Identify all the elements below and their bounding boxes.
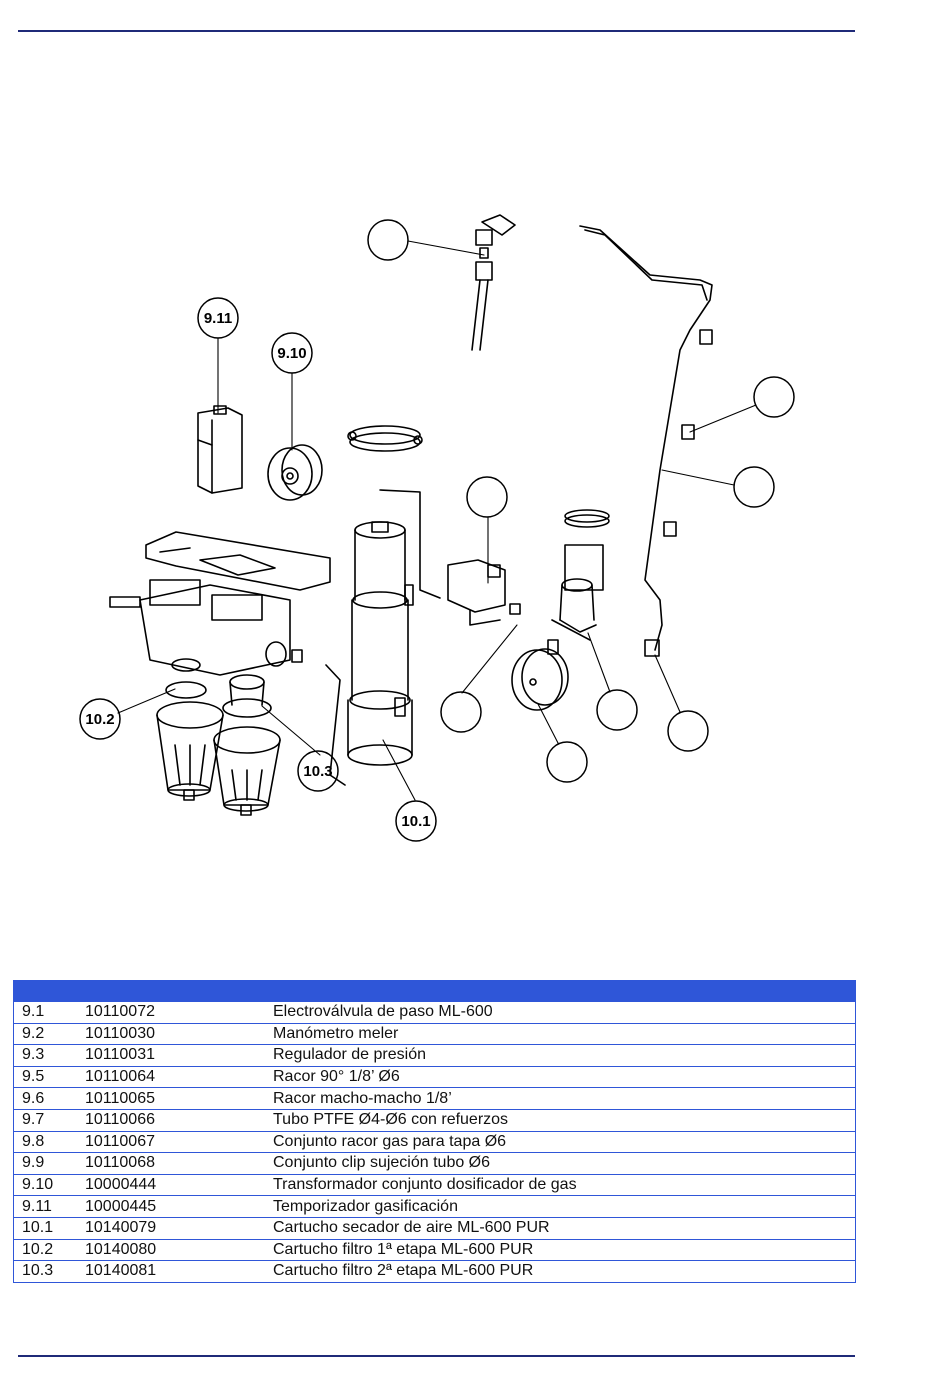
filter-1-drawing (156, 658, 224, 801)
part-description: Cartucho filtro 1ª etapa ML-600 PUR (273, 1240, 534, 1258)
part-position: 9.6 (22, 1089, 45, 1107)
part-code: 10110030 (85, 1024, 155, 1042)
callout-10-1 (395, 800, 437, 842)
part-code: 10110072 (85, 1003, 155, 1021)
solenoid-valve-drawing (447, 559, 521, 626)
part-code: 10110066 (85, 1111, 155, 1129)
part-description: Cartucho secador de aire ML-600 PUR (273, 1219, 550, 1237)
part-code: 10110068 (85, 1154, 155, 1172)
table-row: 10.1 10140079 Cartucho secador de aire ML-… (13, 1217, 856, 1240)
callout-blank-2 (466, 476, 508, 518)
callout-blank-5 (440, 691, 482, 733)
callout-label-9-10: 9.10 (277, 345, 306, 362)
part-code: 10110067 (85, 1132, 155, 1150)
callout-blank-4 (733, 466, 775, 508)
callout-label-10-3: 10.3 (303, 763, 332, 780)
part-position: 9.10 (22, 1176, 54, 1194)
callout-9-11 (197, 297, 239, 339)
part-description: Temporizador gasificación (273, 1197, 458, 1215)
part-description: Conjunto racor gas para tapa Ø6 (273, 1132, 507, 1150)
table-row: 9.1 10110072 Electroválvula de paso ML-600 (13, 1002, 856, 1024)
part-code: 10140081 (85, 1262, 157, 1280)
pressure-regulator-drawing (551, 509, 610, 641)
part-code: 10110031 (85, 1046, 155, 1064)
part-description: Electroválvula de paso ML-600 (273, 1003, 493, 1021)
parts-table-header (13, 980, 856, 1002)
part-description: Manómetro meler (273, 1024, 399, 1042)
callout-9-10 (271, 332, 313, 374)
table-row: 9.3 10110031 Regulador de presión (13, 1045, 856, 1067)
table-row: 9.8 10110067 Conjunto racor gas para tapa … (13, 1131, 856, 1154)
callout-blank-8 (667, 710, 709, 752)
manometer-drawing (511, 639, 569, 711)
part-position: 9.5 (22, 1068, 45, 1086)
part-code: 10140079 (85, 1219, 157, 1237)
table-row: 9.5 10110064 Racor 90° 1/8’ Ø6 (13, 1066, 856, 1089)
part-position: 9.11 (22, 1197, 52, 1215)
table-row: 10.2 10140080 Cartucho filtro 1ª etapa ML-… (13, 1239, 856, 1262)
exploded-view-drawing: 9.11 9.10 10.2 10.3 10.1 (0, 190, 950, 870)
transformer-9-10-drawing (267, 444, 323, 501)
table-row: 9.2 10110030 Manómetro meler (13, 1023, 856, 1046)
part-description: Tubo PTFE Ø4-Ø6 con refuerzos (273, 1111, 509, 1129)
part-position: 10.1 (22, 1219, 54, 1237)
leader-lines (117, 240, 757, 801)
table-row: 9.6 10110065 Racor macho-macho 1/8’ (13, 1088, 856, 1110)
callout-blank-7 (546, 741, 588, 783)
part-code: 10110065 (85, 1089, 155, 1107)
callout-label-10-2: 10.2 (85, 711, 114, 728)
callout-blank-6 (596, 689, 638, 731)
top-rule (18, 30, 855, 32)
part-description: Transformador conjunto dosificador de ga… (273, 1176, 577, 1194)
part-description: Conjunto clip sujeción tubo Ø6 (273, 1154, 491, 1172)
gas-fitting-drawing (471, 214, 516, 351)
pipe-drawing (379, 489, 441, 599)
table-row: 9.9 10110068 Conjunto clip sujeción tubo Ø… (13, 1153, 856, 1175)
drier-cartridge-drawing (347, 521, 414, 766)
parts-table-body: 9.1 10110072 Electroválvula de paso ML-600… (13, 1002, 856, 1283)
part-code: 10000445 (85, 1197, 157, 1215)
table-row: 10.3 10140081 Cartucho filtro 2ª etapa ML-… (13, 1261, 856, 1283)
part-code: 10000444 (85, 1176, 157, 1194)
part-position: 10.3 (22, 1262, 54, 1280)
callout-circles (79, 219, 795, 842)
part-description: Racor macho-macho 1/8’ (273, 1089, 452, 1107)
part-position: 9.1 (22, 1003, 45, 1021)
table-row: 9.11 10000445 Temporizador gasificación (13, 1196, 856, 1218)
part-code: 10140080 (85, 1240, 157, 1258)
callout-label-9-11: 9.11 (204, 310, 232, 327)
callout-10-3 (297, 750, 339, 792)
clamp-drawing (347, 425, 423, 452)
part-position: 9.7 (22, 1111, 45, 1129)
part-description: Racor 90° 1/8’ Ø6 (273, 1068, 400, 1086)
callout-label-10-1: 10.1 (401, 813, 430, 830)
timer-9-11-drawing (197, 405, 243, 494)
table-row: 9.10 10000444 Transformador conjunto dosif… (13, 1174, 856, 1197)
part-description: Regulador de presión (273, 1046, 426, 1064)
bottom-rule (18, 1355, 855, 1357)
manifold-drawing (109, 579, 303, 676)
parts-table: 9.1 10110072 Electroválvula de paso ML-600… (13, 980, 856, 1283)
callout-blank-3 (753, 376, 795, 418)
callout-10-2 (79, 698, 121, 740)
part-position: 9.8 (22, 1132, 45, 1150)
ptfe-tube-drawing (579, 225, 713, 657)
filter-2-drawing (213, 674, 281, 816)
part-code: 10110064 (85, 1068, 155, 1086)
mounting-plate (145, 531, 331, 591)
table-row: 9.7 10110066 Tubo PTFE Ø4-Ø6 con refuerzos (13, 1109, 856, 1132)
callout-blank-1 (367, 219, 409, 261)
part-description: Cartucho filtro 2ª etapa ML-600 PUR (273, 1262, 534, 1280)
part-position: 10.2 (22, 1240, 54, 1258)
part-position: 9.9 (22, 1154, 45, 1172)
part-position: 9.2 (22, 1024, 45, 1042)
part-position: 9.3 (22, 1046, 45, 1064)
